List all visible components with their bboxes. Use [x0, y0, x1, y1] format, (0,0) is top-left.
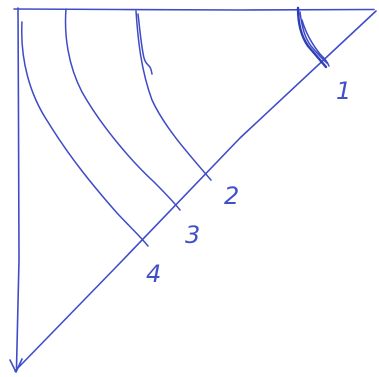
- curve-4: [22, 22, 148, 246]
- curve-2: [136, 11, 211, 180]
- triangle-hypotenuse: [15, 11, 376, 371]
- curve-2-scribble: [138, 14, 152, 74]
- label-2: 2: [224, 182, 239, 210]
- triangle-top-edge: [14, 9, 374, 10]
- curve-3: [66, 9, 180, 210]
- label-1: 1: [336, 77, 351, 105]
- triangle-left-edge: [17, 8, 20, 368]
- label-4: 4: [146, 260, 161, 288]
- label-3: 3: [185, 221, 200, 249]
